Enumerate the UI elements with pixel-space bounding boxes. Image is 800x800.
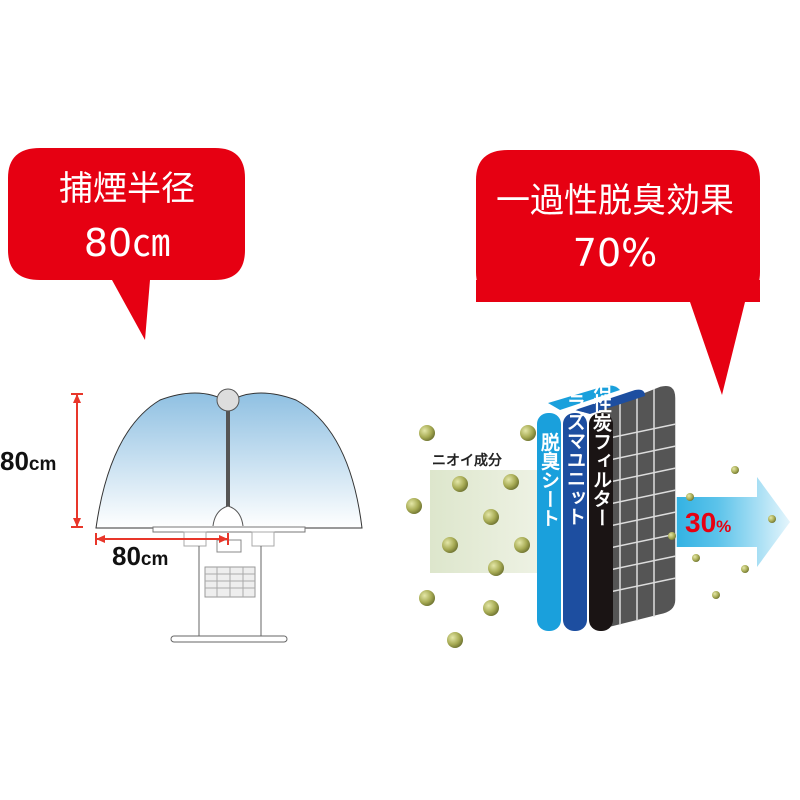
deodorizing-effect-callout: 一過性脱臭効果 70%	[476, 150, 760, 395]
svg-text:プラズマユニット: プラズマユニット	[564, 374, 586, 526]
output-percentage: 30%	[685, 507, 731, 538]
filter-layer-plasma: プラズマユニット	[563, 374, 587, 631]
svg-text:80cm: 80cm	[0, 446, 56, 476]
airflow-arrow	[645, 477, 790, 567]
smoke-radius-callout: 捕煙半径 80㎝	[8, 148, 245, 340]
filter-layer-carbon: 特殊活性炭フィルター	[589, 337, 613, 631]
smoke-radius-value: 80㎝	[84, 221, 170, 265]
deodorizing-effect-title: 一過性脱臭効果	[496, 181, 734, 221]
smoke-radius-title: 捕煙半径	[59, 169, 195, 209]
svg-text:脱臭シート: 脱臭シート	[538, 431, 560, 527]
width-unit: cm	[141, 549, 168, 570]
width-number: 80	[112, 541, 141, 571]
smoking-stand-illustration	[95, 388, 363, 643]
width-dimension: 80cm	[95, 533, 229, 571]
svg-text:80cm: 80cm	[112, 541, 168, 571]
height-unit: cm	[29, 454, 56, 475]
height-dimension: 80cm	[0, 393, 83, 528]
odor-particles	[406, 425, 776, 648]
deodorizing-effect-value: 70%	[573, 231, 657, 275]
filter-layer-sheet: 脱臭シート	[537, 413, 561, 631]
svg-text:特殊活性炭フィルター: 特殊活性炭フィルター	[590, 337, 612, 527]
filter-diagram: ニオイ成分 脱臭シート プラズマユニット 特殊活性炭フィルター 30%	[406, 337, 790, 648]
odor-label: ニオイ成分	[432, 452, 502, 469]
height-number: 80	[0, 446, 29, 476]
